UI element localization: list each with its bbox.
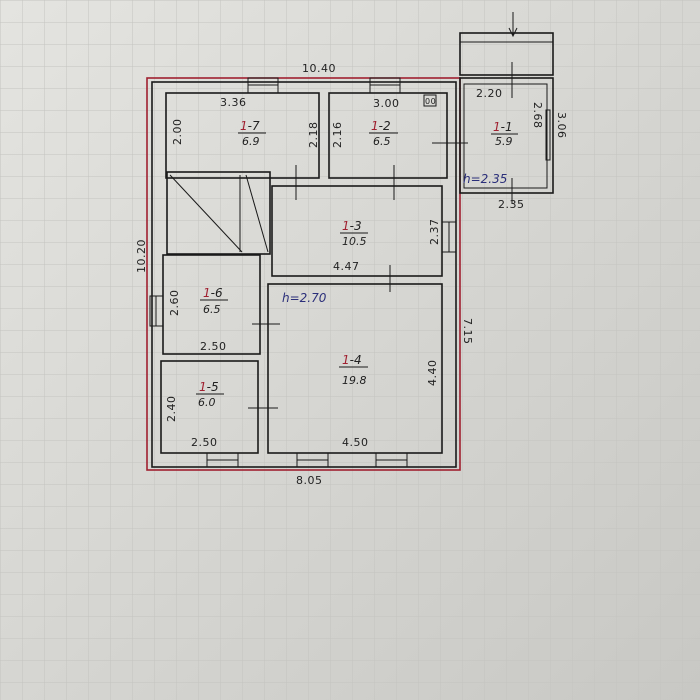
dim: 2.00 [171,119,184,146]
window [545,109,551,161]
room-1-7-area: 6.9 [242,135,260,148]
dim: 2.50 [200,340,227,353]
dim: 2.60 [168,290,181,317]
windows [149,77,457,468]
dim: 3.36 [220,96,247,109]
room-1-5-area: 6.0 [198,396,216,409]
room-1-2-area: 6.5 [373,135,391,148]
room-1-1-outer [459,77,554,194]
room-id-label: 1-2 [371,119,391,133]
stair-area [166,171,271,255]
dim: 2.40 [165,396,178,423]
dim: 4.47 [333,260,360,273]
dim: 3.00 [373,97,400,110]
room-id-label: 1-5 [199,380,219,394]
room-1-4 [267,283,443,454]
room-1-6-area: 6.5 [203,303,221,316]
doors [248,62,513,409]
outer-outline [146,77,461,471]
dim: 2.50 [191,436,218,449]
ceiling-height-main: h=2.70 [282,291,327,305]
room-id-label: 1-4 [342,353,362,367]
stove-label: 00 [425,97,436,106]
dim: 2.18 [307,122,320,149]
room-id-label: 1-3 [342,219,362,233]
room-1-3-area: 10.5 [342,235,367,248]
room-1-1-area: 5.9 [495,135,513,148]
ceiling-height-porch: h=2.35 [463,172,507,186]
dim-bottom-width: 8.05 [296,474,323,487]
dim-right-height: 7.15 [461,318,474,345]
dim-overall-height: 10.20 [135,239,148,273]
room-id-label: 1-7 [240,119,260,133]
room-id-label: 1-6 [203,286,223,300]
room-1-4-area: 19.8 [342,374,367,387]
dim: 2.35 [498,198,525,211]
room-1-7 [165,92,320,179]
dim: 3.06 [555,112,568,139]
dim-overall-width: 10.40 [302,62,336,75]
dim: 2.37 [428,219,441,246]
vestibule [459,32,554,76]
dim: 4.40 [426,360,439,387]
room-1-1 [463,83,548,189]
dim: 2.20 [476,87,503,100]
dim: 2.16 [331,122,344,149]
dim: 4.50 [342,436,369,449]
room-id-label: 1-1 [493,120,513,134]
stove-symbol [423,94,437,107]
dim: 2.68 [531,102,544,129]
